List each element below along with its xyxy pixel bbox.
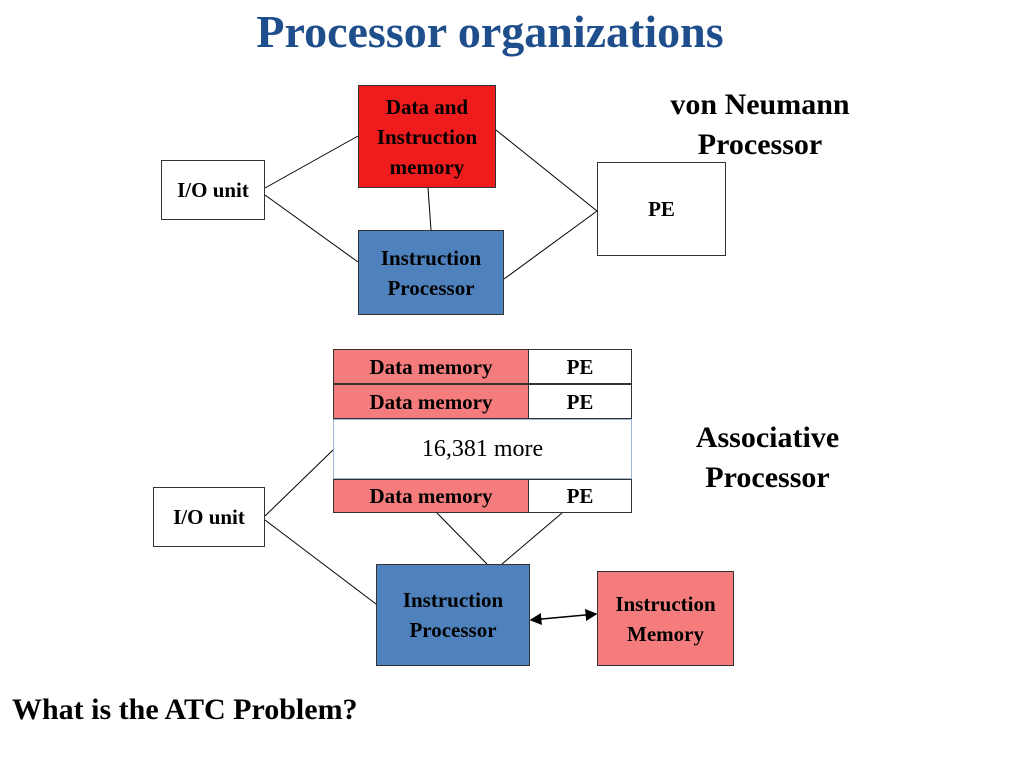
atc-question: What is the ATC Problem? bbox=[12, 693, 358, 726]
line-io-to-data-memory bbox=[264, 135, 359, 189]
pe-box-3: PE bbox=[528, 479, 632, 513]
line-io-to-instruction-processor-assoc bbox=[264, 519, 377, 605]
page-title: Processor organizations bbox=[256, 6, 724, 57]
pe-box-2: PE bbox=[528, 384, 632, 419]
arrow-instruction-processor-instruction-memory bbox=[529, 608, 598, 626]
instruction-processor-box: Instruction Processor bbox=[358, 230, 504, 315]
associative-label: Associative Processor bbox=[695, 421, 840, 494]
instruction-memory-box: Instruction Memory bbox=[597, 571, 734, 666]
line-memory-to-instruction-processor bbox=[427, 187, 432, 231]
more-rows-box: 16,381 more bbox=[333, 419, 632, 479]
pe-box: PE bbox=[597, 162, 726, 256]
instruction-processor-box-assoc: Instruction Processor bbox=[376, 564, 530, 666]
data-instruction-memory-box: Data and Instruction memory bbox=[358, 85, 496, 188]
line-io-to-instruction-processor bbox=[264, 194, 359, 263]
pe-box-1: PE bbox=[528, 349, 632, 384]
data-memory-box-3: Data memory bbox=[333, 479, 529, 513]
line-memory-array-to-instruction-processor-right bbox=[501, 512, 563, 565]
data-memory-box-1: Data memory bbox=[333, 349, 529, 384]
data-memory-box-2: Data memory bbox=[333, 384, 529, 419]
line-memory-to-pe bbox=[495, 129, 598, 212]
io-unit-box: I/O unit bbox=[161, 160, 265, 220]
line-io-to-memory-array bbox=[264, 449, 334, 517]
line-memory-array-to-instruction-processor-left bbox=[436, 512, 488, 565]
line-instruction-processor-to-pe bbox=[503, 210, 598, 280]
io-unit-box-assoc: I/O unit bbox=[153, 487, 265, 547]
von-neumann-label: von Neumann Processor bbox=[670, 88, 850, 161]
